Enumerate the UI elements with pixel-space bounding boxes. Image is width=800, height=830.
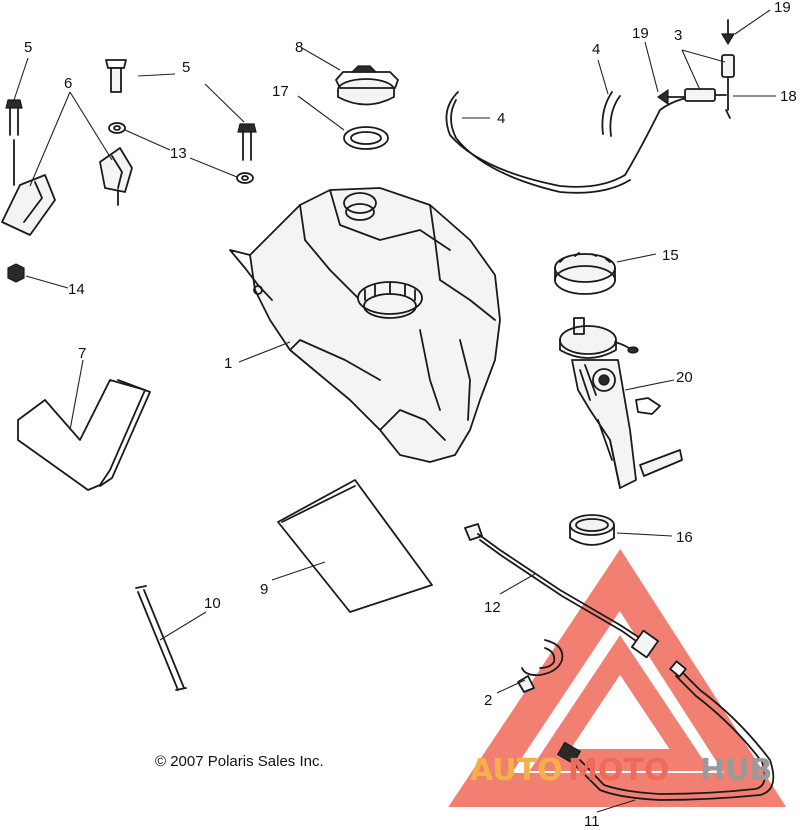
callout-3: 3 — [674, 27, 682, 44]
callout-6: 6 — [64, 75, 72, 92]
part-11-fuel-hose — [556, 660, 775, 801]
callout-15: 15 — [662, 247, 679, 264]
callout-9: 9 — [260, 581, 268, 598]
watermark-hub: HUB — [700, 753, 772, 788]
watermark-inner-triangle — [529, 635, 711, 771]
callout-13: 13 — [170, 145, 187, 162]
part-14-nut — [7, 263, 25, 283]
callout-4-lower: 4 — [497, 110, 505, 127]
part-15-lock-ring — [554, 252, 616, 295]
part-3-vent-fitting — [684, 54, 735, 119]
leader-lines — [13, 9, 776, 813]
callout-20: 20 — [676, 369, 693, 386]
watermark-auto: AUTO — [470, 753, 563, 788]
callout-16: 16 — [676, 529, 693, 546]
part-17-cap-seal — [343, 126, 389, 150]
callout-5-center: 5 — [182, 59, 190, 76]
part-5-bolts — [5, 59, 257, 161]
callout-14: 14 — [68, 281, 85, 298]
watermark-logo — [448, 548, 787, 807]
watermark-triangle — [448, 548, 787, 807]
callout-19-right: 19 — [774, 0, 791, 16]
callout-12: 12 — [484, 599, 501, 616]
watermark-moto: MOTO — [568, 753, 669, 788]
part-13-washers — [108, 122, 254, 184]
callout-1: 1 — [224, 355, 232, 372]
callout-11: 11 — [584, 813, 600, 830]
copyright-text: © 2007 Polaris Sales Inc. — [155, 753, 324, 770]
part-8-fuel-cap — [335, 65, 399, 106]
callout-19-left: 19 — [632, 25, 649, 42]
callout-7: 7 — [78, 345, 86, 362]
part-6-brackets — [1, 139, 133, 236]
callout-numbers: 1 2 3 4 4 5 5 6 7 8 9 10 11 12 13 14 15 … — [24, 0, 797, 830]
part-9-decal-sheet — [277, 479, 433, 613]
part-4-vent-hose — [445, 91, 711, 194]
callout-17: 17 — [272, 83, 289, 100]
part-7-pad — [17, 379, 151, 491]
part-10-strap — [135, 585, 187, 691]
callout-5-left: 5 — [24, 39, 32, 56]
part-16-pump-seal — [569, 514, 615, 546]
part-19-check-valve — [656, 19, 736, 106]
part-12-fuel-line — [464, 523, 660, 659]
watermark-text: AUTO MOTO HUB — [470, 753, 772, 788]
part-1-fuel-tank — [229, 187, 501, 463]
part-20-fuel-pump — [559, 317, 683, 489]
callout-8: 8 — [295, 39, 303, 56]
callout-10: 10 — [204, 595, 221, 612]
part-2-clamp — [517, 639, 564, 693]
callout-4-upper: 4 — [592, 41, 600, 58]
callout-2: 2 — [484, 692, 492, 709]
callout-18: 18 — [780, 88, 797, 105]
